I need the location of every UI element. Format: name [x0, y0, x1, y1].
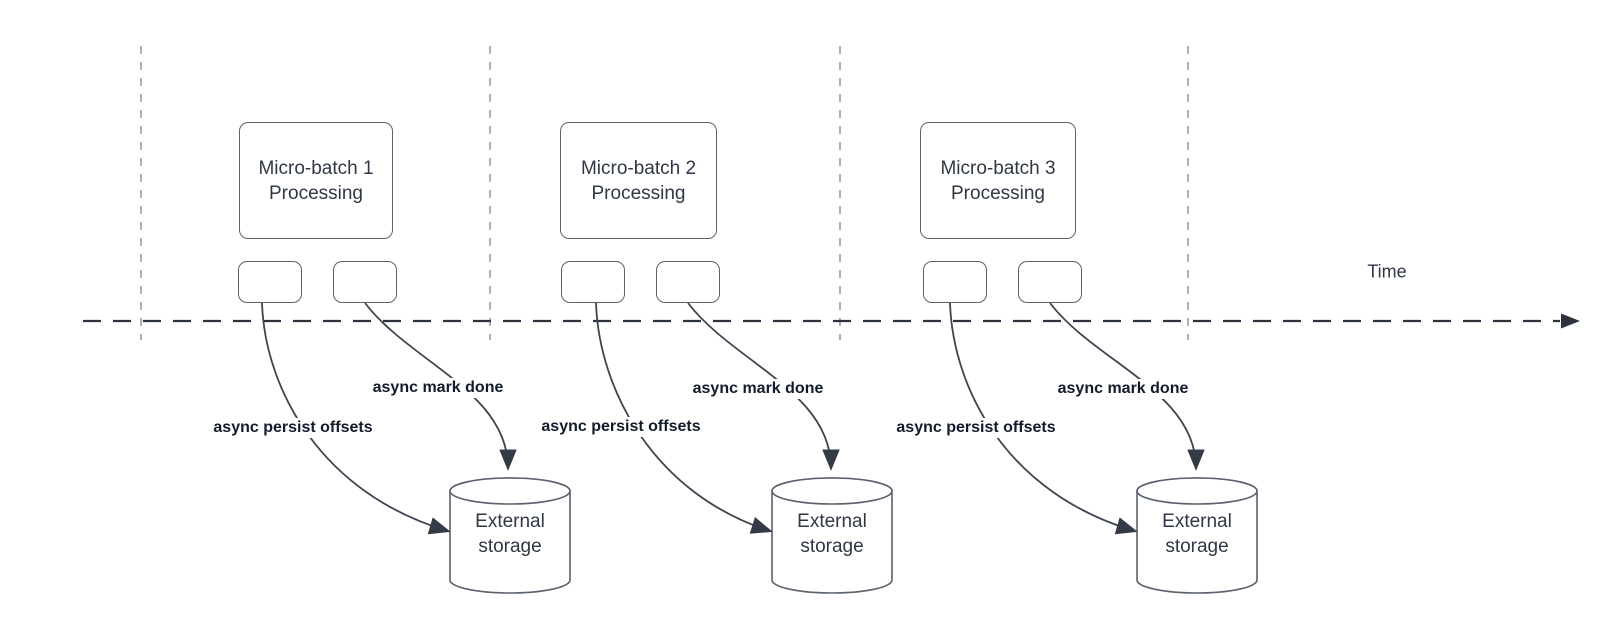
microbatch-3-title-line2: Processing [951, 182, 1045, 204]
storage-cylinder-1 [449, 477, 571, 594]
storage-label-2-line2: storage [800, 536, 864, 557]
persist-offsets-arrow-3 [949, 302, 1138, 535]
offset-task-box-2 [561, 261, 625, 303]
mark-task-box-1 [333, 261, 397, 303]
offset-task-box-3 [923, 261, 987, 303]
mark-done-label-2: async mark done [689, 379, 827, 399]
storage-cylinder-3 [1136, 477, 1258, 594]
microbatch-3-box: Micro-batch 3 Processing [920, 122, 1076, 239]
time-axis-label: Time [1367, 261, 1407, 282]
microbatch-1-title-line2: Processing [269, 182, 363, 204]
storage-label-2: External storage [770, 509, 894, 559]
cylinder-top-3 [1136, 477, 1258, 505]
offset-task-box-1 [238, 261, 302, 303]
microbatch-1-box: Micro-batch 1 Processing [239, 122, 393, 239]
cylinder-top-1 [449, 477, 571, 505]
microbatch-2-box: Micro-batch 2 Processing [560, 122, 717, 239]
microbatch-2-title-line2: Processing [591, 182, 686, 204]
mark-task-box-3 [1018, 261, 1082, 303]
microbatch-2-title-line1: Micro-batch 2 [580, 157, 697, 179]
storage-label-3-line2: storage [1165, 536, 1229, 557]
mark-done-label-3: async mark done [1054, 379, 1192, 399]
storage-label-1: External storage [448, 509, 572, 559]
microbatch-3-title-line1: Micro-batch 3 [940, 157, 1056, 179]
persist-offsets-label-2: async persist offsets [538, 417, 704, 437]
cylinder-top-2 [771, 477, 893, 505]
persist-offsets-label-3: async persist offsets [893, 418, 1059, 438]
mark-done-label-1: async mark done [369, 378, 507, 398]
mark-task-box-2 [656, 261, 720, 303]
persist-offsets-arrow-1 [261, 302, 451, 535]
storage-label-1-line2: storage [478, 536, 542, 557]
storage-label-2-line1: External [797, 511, 867, 532]
storage-label-1-line1: External [475, 511, 545, 532]
timeline-arrowhead [1561, 313, 1580, 329]
microbatch-1-title-line1: Micro-batch 1 [258, 157, 374, 179]
storage-label-3-line1: External [1162, 511, 1232, 532]
persist-offsets-label-1: async persist offsets [210, 418, 376, 438]
storage-cylinder-2 [771, 477, 893, 594]
storage-label-3: External storage [1135, 509, 1259, 559]
